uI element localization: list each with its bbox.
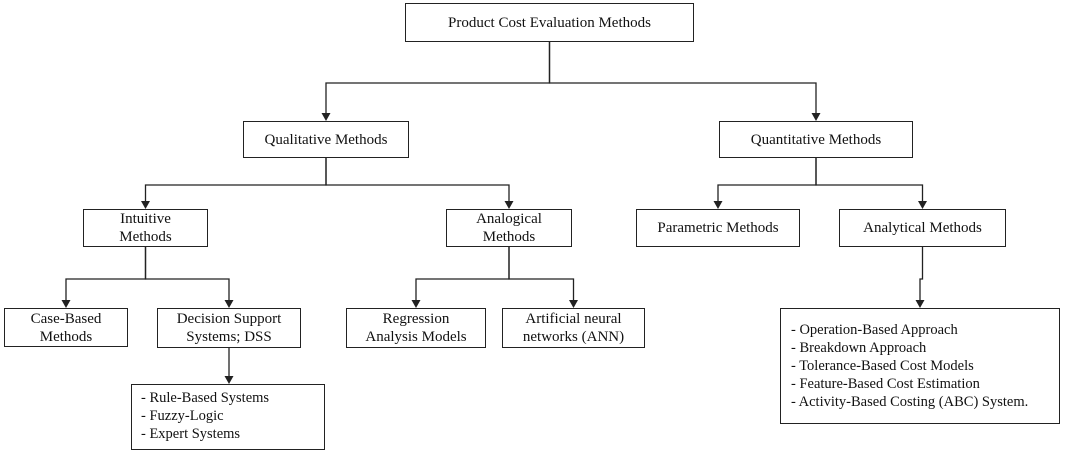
analytical-list-item: - Breakdown Approach (791, 340, 927, 356)
connector-analogical-to-regression (415, 247, 510, 301)
arrowhead-dss (224, 300, 234, 308)
arrowhead-quantitative (811, 113, 821, 121)
node-quantitative-methods: Quantitative Methods (719, 121, 913, 158)
node-analogical-methods: Analogical Methods (446, 209, 572, 247)
node-case-based-methods: Case-Based Methods (4, 308, 128, 347)
arrowhead-dss_list (224, 376, 234, 384)
connector-qualitative-to-analogical (325, 158, 510, 202)
connector-root-to-qualitative (325, 42, 551, 114)
node-dss-list: - Rule-Based Systems - Fuzzy-Logic - Exp… (131, 384, 325, 450)
arrowhead-analogical (504, 201, 514, 209)
node-qualitative-methods: Qualitative Methods (243, 121, 409, 158)
arrowhead-case_based (61, 300, 71, 308)
node-parametric-methods: Parametric Methods (636, 209, 800, 247)
node-analytical-list: - Operation-Based Approach - Breakdown A… (780, 308, 1060, 424)
dss-list-item: - Fuzzy-Logic (141, 408, 224, 424)
dss-list-item: - Rule-Based Systems (141, 390, 270, 406)
analytical-list-item: - Tolerance-Based Cost Models (791, 358, 974, 374)
node-intuitive-methods: Intuitive Methods (83, 209, 208, 247)
arrowhead-regression (411, 300, 421, 308)
connector-analytical-to-analytical_list (919, 247, 924, 301)
arrowhead-intuitive (141, 201, 150, 209)
analytical-list-item: - Activity-Based Costing (ABC) System. (791, 394, 1029, 410)
connector-intuitive-to-case_based (65, 247, 147, 301)
node-regression-analysis-models: Regression Analysis Models (346, 308, 486, 348)
connector-intuitive-to-dss (144, 247, 230, 301)
node-artificial-neural-networks: Artificial neural networks (ANN) (502, 308, 645, 348)
connector-quantitative-to-parametric (717, 158, 817, 202)
arrowhead-ann (569, 300, 578, 308)
arrowhead-parametric (713, 201, 723, 209)
dss-list-item: - Expert Systems (141, 426, 241, 442)
connector-analogical-to-ann (508, 247, 575, 301)
node-decision-support-systems: Decision Support Systems; DSS (157, 308, 301, 348)
connector-root-to-quantitative (548, 42, 817, 114)
node-analytical-methods: Analytical Methods (839, 209, 1006, 247)
connector-quantitative-to-analytical (815, 158, 924, 202)
analytical-list-item: - Operation-Based Approach (791, 322, 958, 338)
arrowhead-qualitative (321, 113, 331, 121)
arrowhead-analytical (918, 201, 927, 209)
analytical-list-item: - Feature-Based Cost Estimation (791, 376, 980, 392)
node-product-cost-evaluation-methods: Product Cost Evaluation Methods (405, 3, 694, 42)
arrowhead-analytical_list (915, 300, 925, 308)
connector-qualitative-to-intuitive (144, 158, 327, 202)
